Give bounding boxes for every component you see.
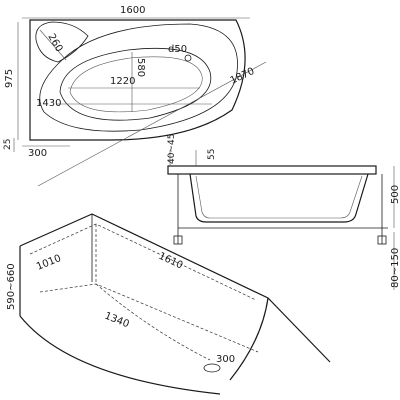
- dim-label-legs: 80~150: [390, 248, 400, 288]
- side-body: [189, 173, 369, 223]
- iso-drain-icon: [203, 363, 221, 373]
- iso-hidden-4: [95, 283, 211, 361]
- dim-label-iso-corner: 300: [216, 354, 235, 365]
- dim-label-corner-depth: 25: [3, 139, 13, 150]
- dim-label-headrest: 260: [45, 32, 64, 54]
- side-view: 40~45 55 500 80~150: [167, 134, 400, 290]
- leg-right: [377, 235, 387, 245]
- dim-label-rim-thickness: 55: [207, 149, 217, 160]
- dim-label-diagonal: 1870: [229, 66, 257, 87]
- dim-label-rim-gap: 40~45: [167, 134, 177, 164]
- iso-skirt-curve: [19, 315, 221, 395]
- dim-line-diagonal: [37, 61, 267, 187]
- dim-label-drain: d50: [168, 44, 187, 55]
- dim-label-inner-depth: 580: [135, 58, 146, 77]
- drain-icon: [184, 54, 192, 62]
- dim-label-width: 1600: [120, 5, 145, 16]
- tub-rim: [39, 23, 238, 132]
- dim-label-iso-height: 590~660: [6, 263, 17, 310]
- dim-label-depth: 975: [4, 69, 15, 88]
- top-view: 1600 975 260 d50 580 1220 1430 1870 25 3…: [3, 5, 267, 187]
- iso-hidden-1: [29, 223, 257, 301]
- leg-left: [173, 235, 183, 245]
- iso-top-edge: [19, 213, 331, 363]
- dim-label-inner-length: 1220: [110, 76, 135, 87]
- dim-label-iso-side-length: 1610: [157, 251, 185, 272]
- basin-inner-outline: [69, 56, 203, 113]
- dim-label-corner-offset: 300: [28, 148, 47, 159]
- side-rim: [167, 165, 377, 175]
- iso-view: 1010 1610 590~660 1340 300: [6, 213, 331, 395]
- iso-right-curve: [229, 297, 269, 381]
- dim-label-iso-front-length: 1340: [103, 311, 131, 331]
- side-body-inner: [195, 175, 363, 219]
- tub-outline: [29, 19, 246, 141]
- basin-outline: [59, 47, 212, 121]
- headrest-outline: [35, 21, 89, 63]
- dim-label-height: 500: [390, 185, 400, 204]
- dim-label-iso-side-depth: 1010: [35, 253, 63, 273]
- dim-line-headrest: [39, 29, 67, 61]
- iso-hidden-3: [39, 283, 259, 353]
- dim-label-outer-length: 1430: [36, 98, 61, 109]
